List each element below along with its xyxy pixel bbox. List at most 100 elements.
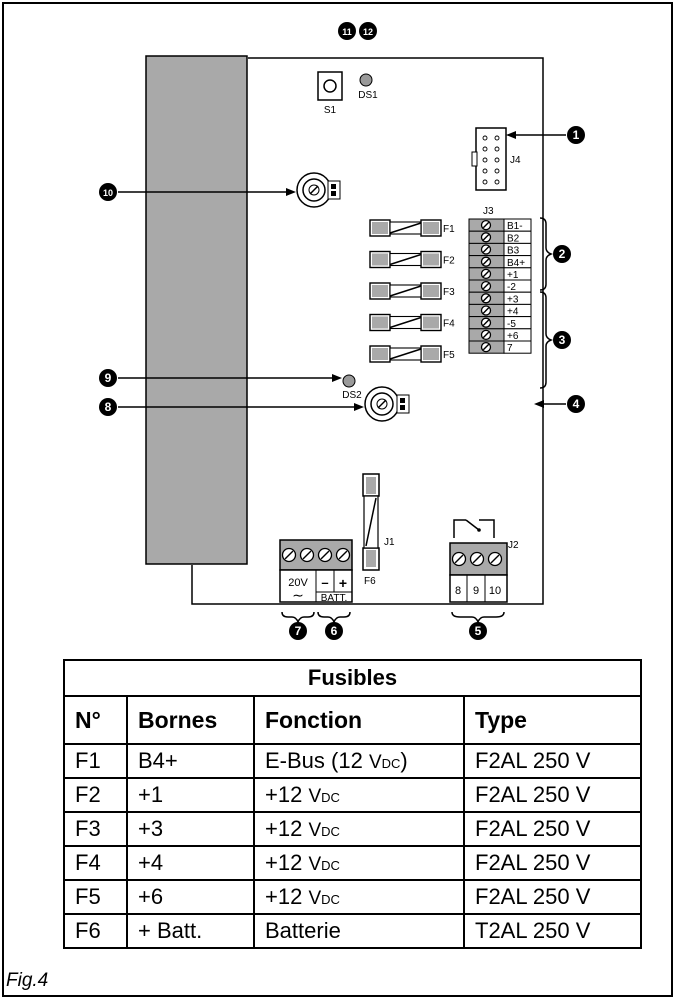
callout-9: 9	[99, 369, 117, 387]
label-ds2: DS2	[342, 390, 362, 401]
cell-bornes: +1	[126, 777, 255, 813]
label-f3: F3	[443, 287, 455, 298]
label-f1: F1	[443, 224, 455, 235]
header-bornes: Bornes	[126, 695, 255, 745]
brace-7	[281, 611, 315, 625]
svg-text:2: 2	[559, 247, 566, 261]
callout-7: 7	[289, 622, 307, 640]
arrow-9	[332, 374, 342, 382]
terminal-label: +4	[507, 307, 519, 318]
header-fonction: Fonction	[253, 695, 465, 745]
label-f2: F2	[443, 256, 455, 267]
fuse-f2: F2	[369, 250, 455, 269]
terminal-row: +4	[468, 303, 532, 318]
cell-fonction: +12 Vdc	[253, 879, 465, 915]
cell-n: F6	[63, 913, 128, 949]
header-n: N°	[63, 695, 128, 745]
j2-terminal-label: 10	[489, 585, 501, 597]
callout-8: 8	[99, 398, 117, 416]
terminal-label: B4+	[507, 258, 525, 269]
brace-6	[317, 611, 351, 625]
cell-fonction: +12 Vdc	[253, 777, 465, 813]
svg-text:6: 6	[331, 624, 338, 638]
terminal-row: -2	[468, 279, 532, 293]
brace-3	[539, 291, 554, 389]
label-plus: +	[339, 575, 347, 591]
callout-4: 4	[567, 395, 585, 413]
arrow-8	[354, 403, 364, 411]
label-f4: F4	[443, 319, 455, 330]
cell-fonction: Batterie	[253, 913, 465, 949]
fonction-unit: Vdc	[308, 888, 340, 909]
callout-1: 1	[567, 126, 585, 144]
label-minus: –	[321, 575, 328, 590]
terminal-label: B1-	[507, 221, 523, 232]
svg-text:8: 8	[105, 400, 112, 414]
terminal-row: +1	[468, 267, 532, 281]
cell-n: F1	[63, 743, 128, 779]
grey-module	[145, 55, 248, 565]
figure-label: Fig.4	[6, 970, 49, 991]
cell-n: F2	[63, 777, 128, 813]
cell-bornes: + Batt.	[126, 913, 255, 949]
cell-type: F2AL 250 V	[463, 743, 642, 779]
header-type: Type	[463, 695, 642, 745]
callout-12: 12	[359, 22, 377, 40]
terminal-label: -2	[507, 282, 516, 293]
terminal-label: +3	[507, 294, 519, 305]
cell-fonction: +12 Vdc	[253, 845, 465, 881]
label-f6: F6	[364, 576, 376, 587]
led-ds2: DS2	[342, 374, 362, 401]
brace-5	[451, 611, 505, 625]
cell-bornes: B4+	[126, 743, 255, 779]
svg-text:4: 4	[573, 397, 580, 411]
cell-type: F2AL 250 V	[463, 777, 642, 813]
terminal-label: +6	[507, 331, 519, 342]
label-j1: J1	[384, 537, 395, 548]
fonction-unit: Vdc	[308, 820, 340, 841]
label-ds1: DS1	[358, 90, 378, 101]
label-j4: J4	[510, 155, 521, 166]
fonction-text: Batterie	[265, 918, 341, 943]
button-s1: S1	[317, 71, 343, 116]
label-f5: F5	[443, 350, 455, 361]
callout-6: 6	[325, 622, 343, 640]
callout-5: 5	[469, 622, 487, 640]
terminal-row: +6	[468, 328, 532, 342]
cell-n: F5	[63, 879, 128, 915]
ac-symbol: ∼	[292, 587, 304, 603]
callout-3: 3	[553, 331, 571, 349]
led-ds1: DS1	[358, 73, 378, 101]
potentiometer-top	[296, 172, 341, 208]
svg-text:12: 12	[363, 27, 373, 37]
cell-fonction: +12 Vdc	[253, 811, 465, 847]
fuse-f5: F5	[369, 345, 455, 363]
fuse-f4: F4	[369, 313, 455, 332]
terminal-label: 7	[507, 343, 513, 354]
fuse-f1: F1	[369, 219, 455, 237]
j2-terminal-label: 9	[473, 585, 479, 597]
svg-text:7: 7	[295, 624, 302, 638]
terminal-row: B1-	[468, 218, 532, 232]
fonction-text: +12	[265, 816, 309, 841]
terminal-label: +1	[507, 270, 519, 281]
cell-type: F2AL 250 V	[463, 879, 642, 915]
cell-fonction: E-Bus (12 Vdc)	[253, 743, 465, 779]
terminal-block-power: 20V ∼ – + BATT.	[279, 539, 353, 604]
j2-terminal-label: 8	[455, 585, 461, 597]
arrow-1	[506, 131, 516, 139]
cell-bornes: +3	[126, 811, 255, 847]
terminal-row: -5	[468, 316, 532, 330]
arrow-10	[286, 188, 296, 196]
terminal-row: B2	[468, 230, 532, 244]
svg-text:11: 11	[342, 27, 352, 37]
